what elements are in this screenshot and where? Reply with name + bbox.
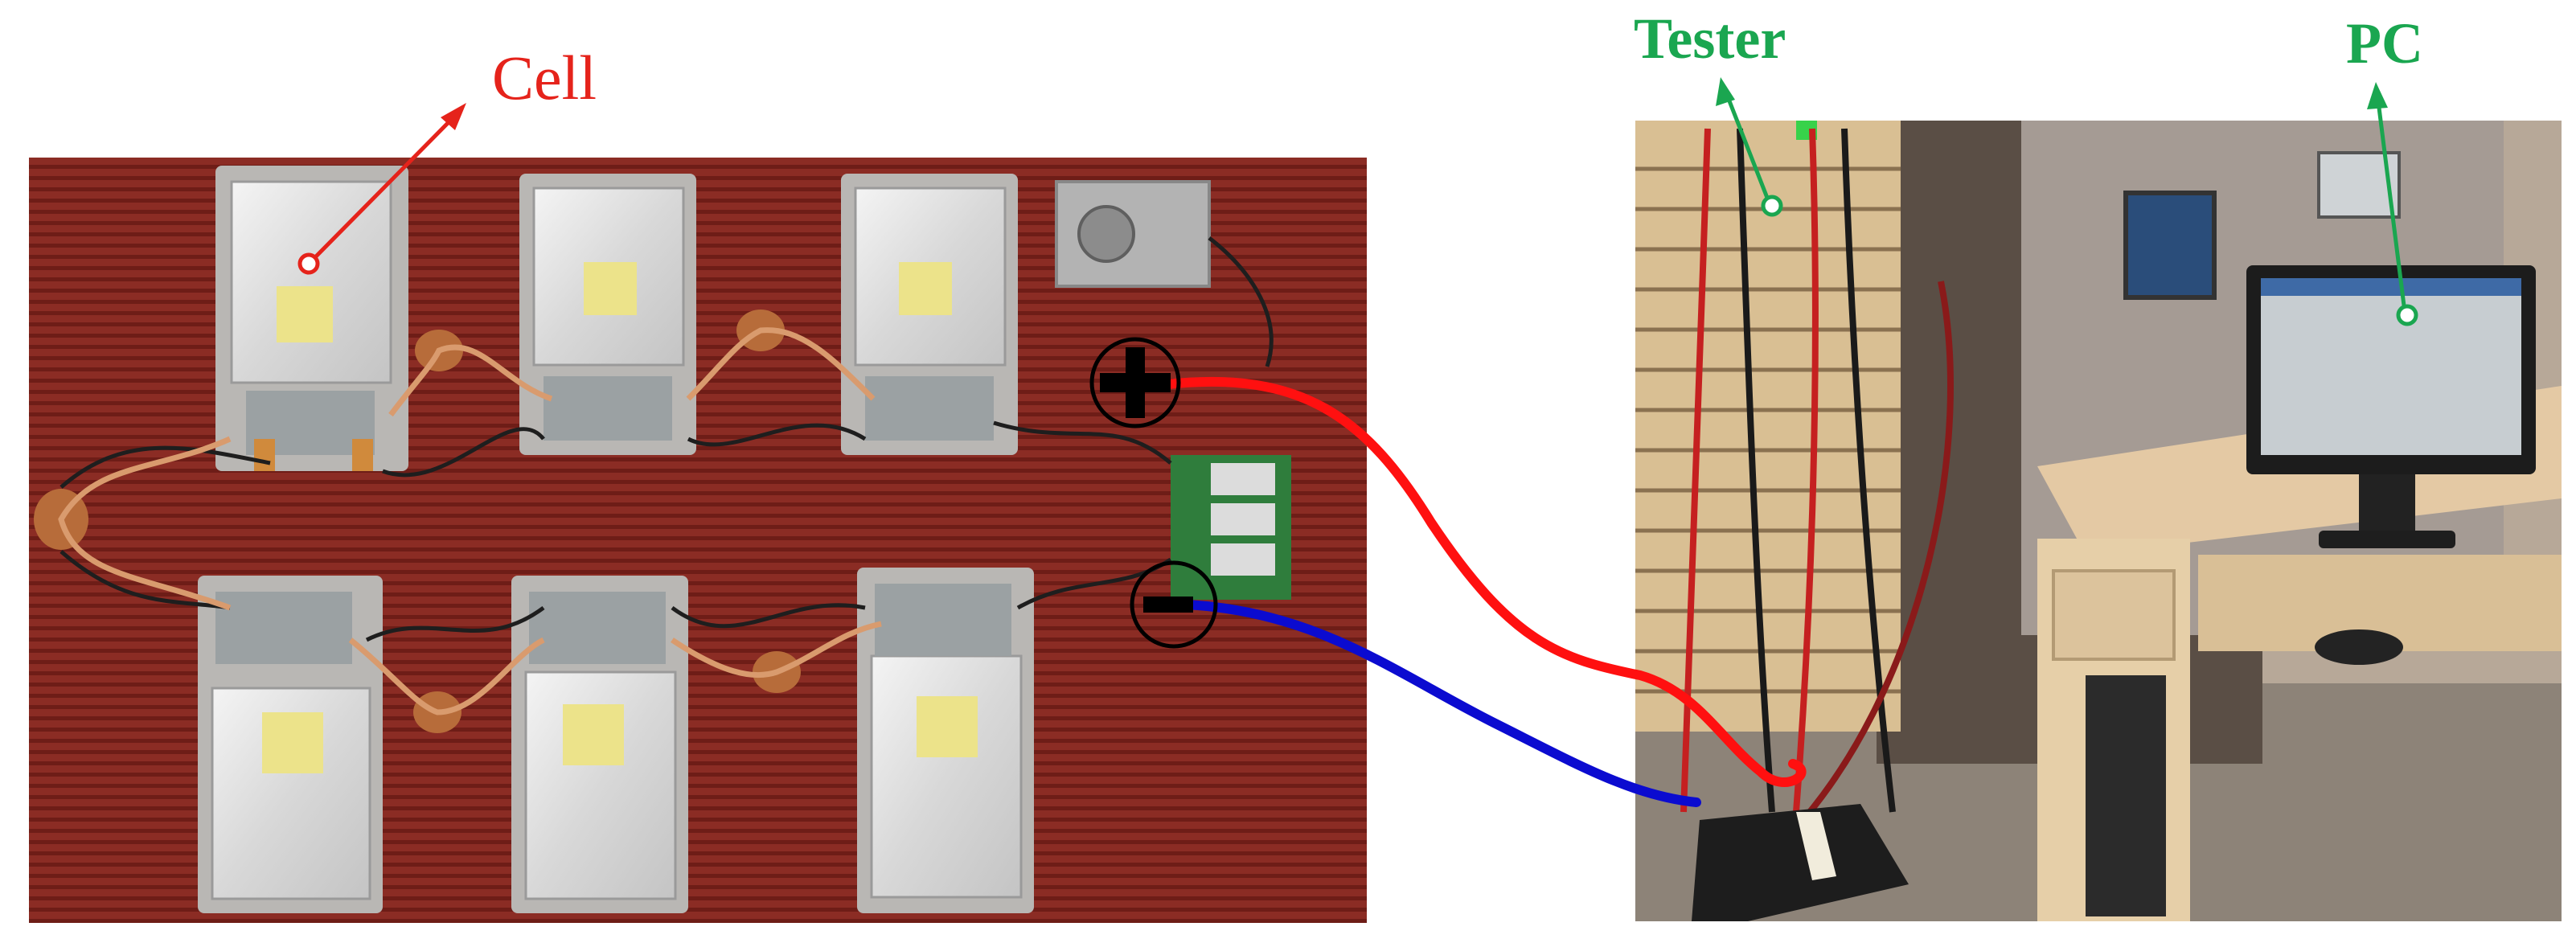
- rack-cables: [1680, 128, 1954, 830]
- test-bench-drawing: [1635, 121, 2562, 921]
- mouse: [2315, 629, 2403, 665]
- cell-top-2: [519, 174, 696, 455]
- plus-circle-icon: [1089, 337, 1181, 428]
- battery-module-photo: [29, 158, 1367, 923]
- cell-arrow: [297, 103, 466, 275]
- monitor: [2246, 265, 2536, 665]
- relay-board: [1171, 455, 1291, 600]
- cell-bottom-3: [857, 568, 1034, 913]
- power-supply: [1055, 180, 1211, 288]
- pc-arrow: [2367, 82, 2418, 326]
- battery-module-drawing: [29, 158, 1367, 923]
- cell-label: Cell: [492, 43, 597, 113]
- copper-wires: [58, 327, 882, 715]
- test-bench-photo: [1635, 121, 2562, 921]
- tester-arrow: [1716, 77, 1783, 217]
- minus-circle-icon: [1130, 560, 1218, 649]
- positive-cable: [1163, 376, 1807, 787]
- cell-bottom-2: [511, 576, 688, 913]
- negative-cable: [1180, 600, 1701, 807]
- tester-label: Tester: [1634, 6, 1786, 71]
- cell-bottom-1: [198, 576, 383, 913]
- cell-top-1: [215, 166, 408, 471]
- pc-label: PC: [2346, 11, 2423, 76]
- cell-fixture: [1692, 804, 1909, 921]
- cell-top-3: [841, 174, 1018, 455]
- sense-wires: [59, 236, 1274, 642]
